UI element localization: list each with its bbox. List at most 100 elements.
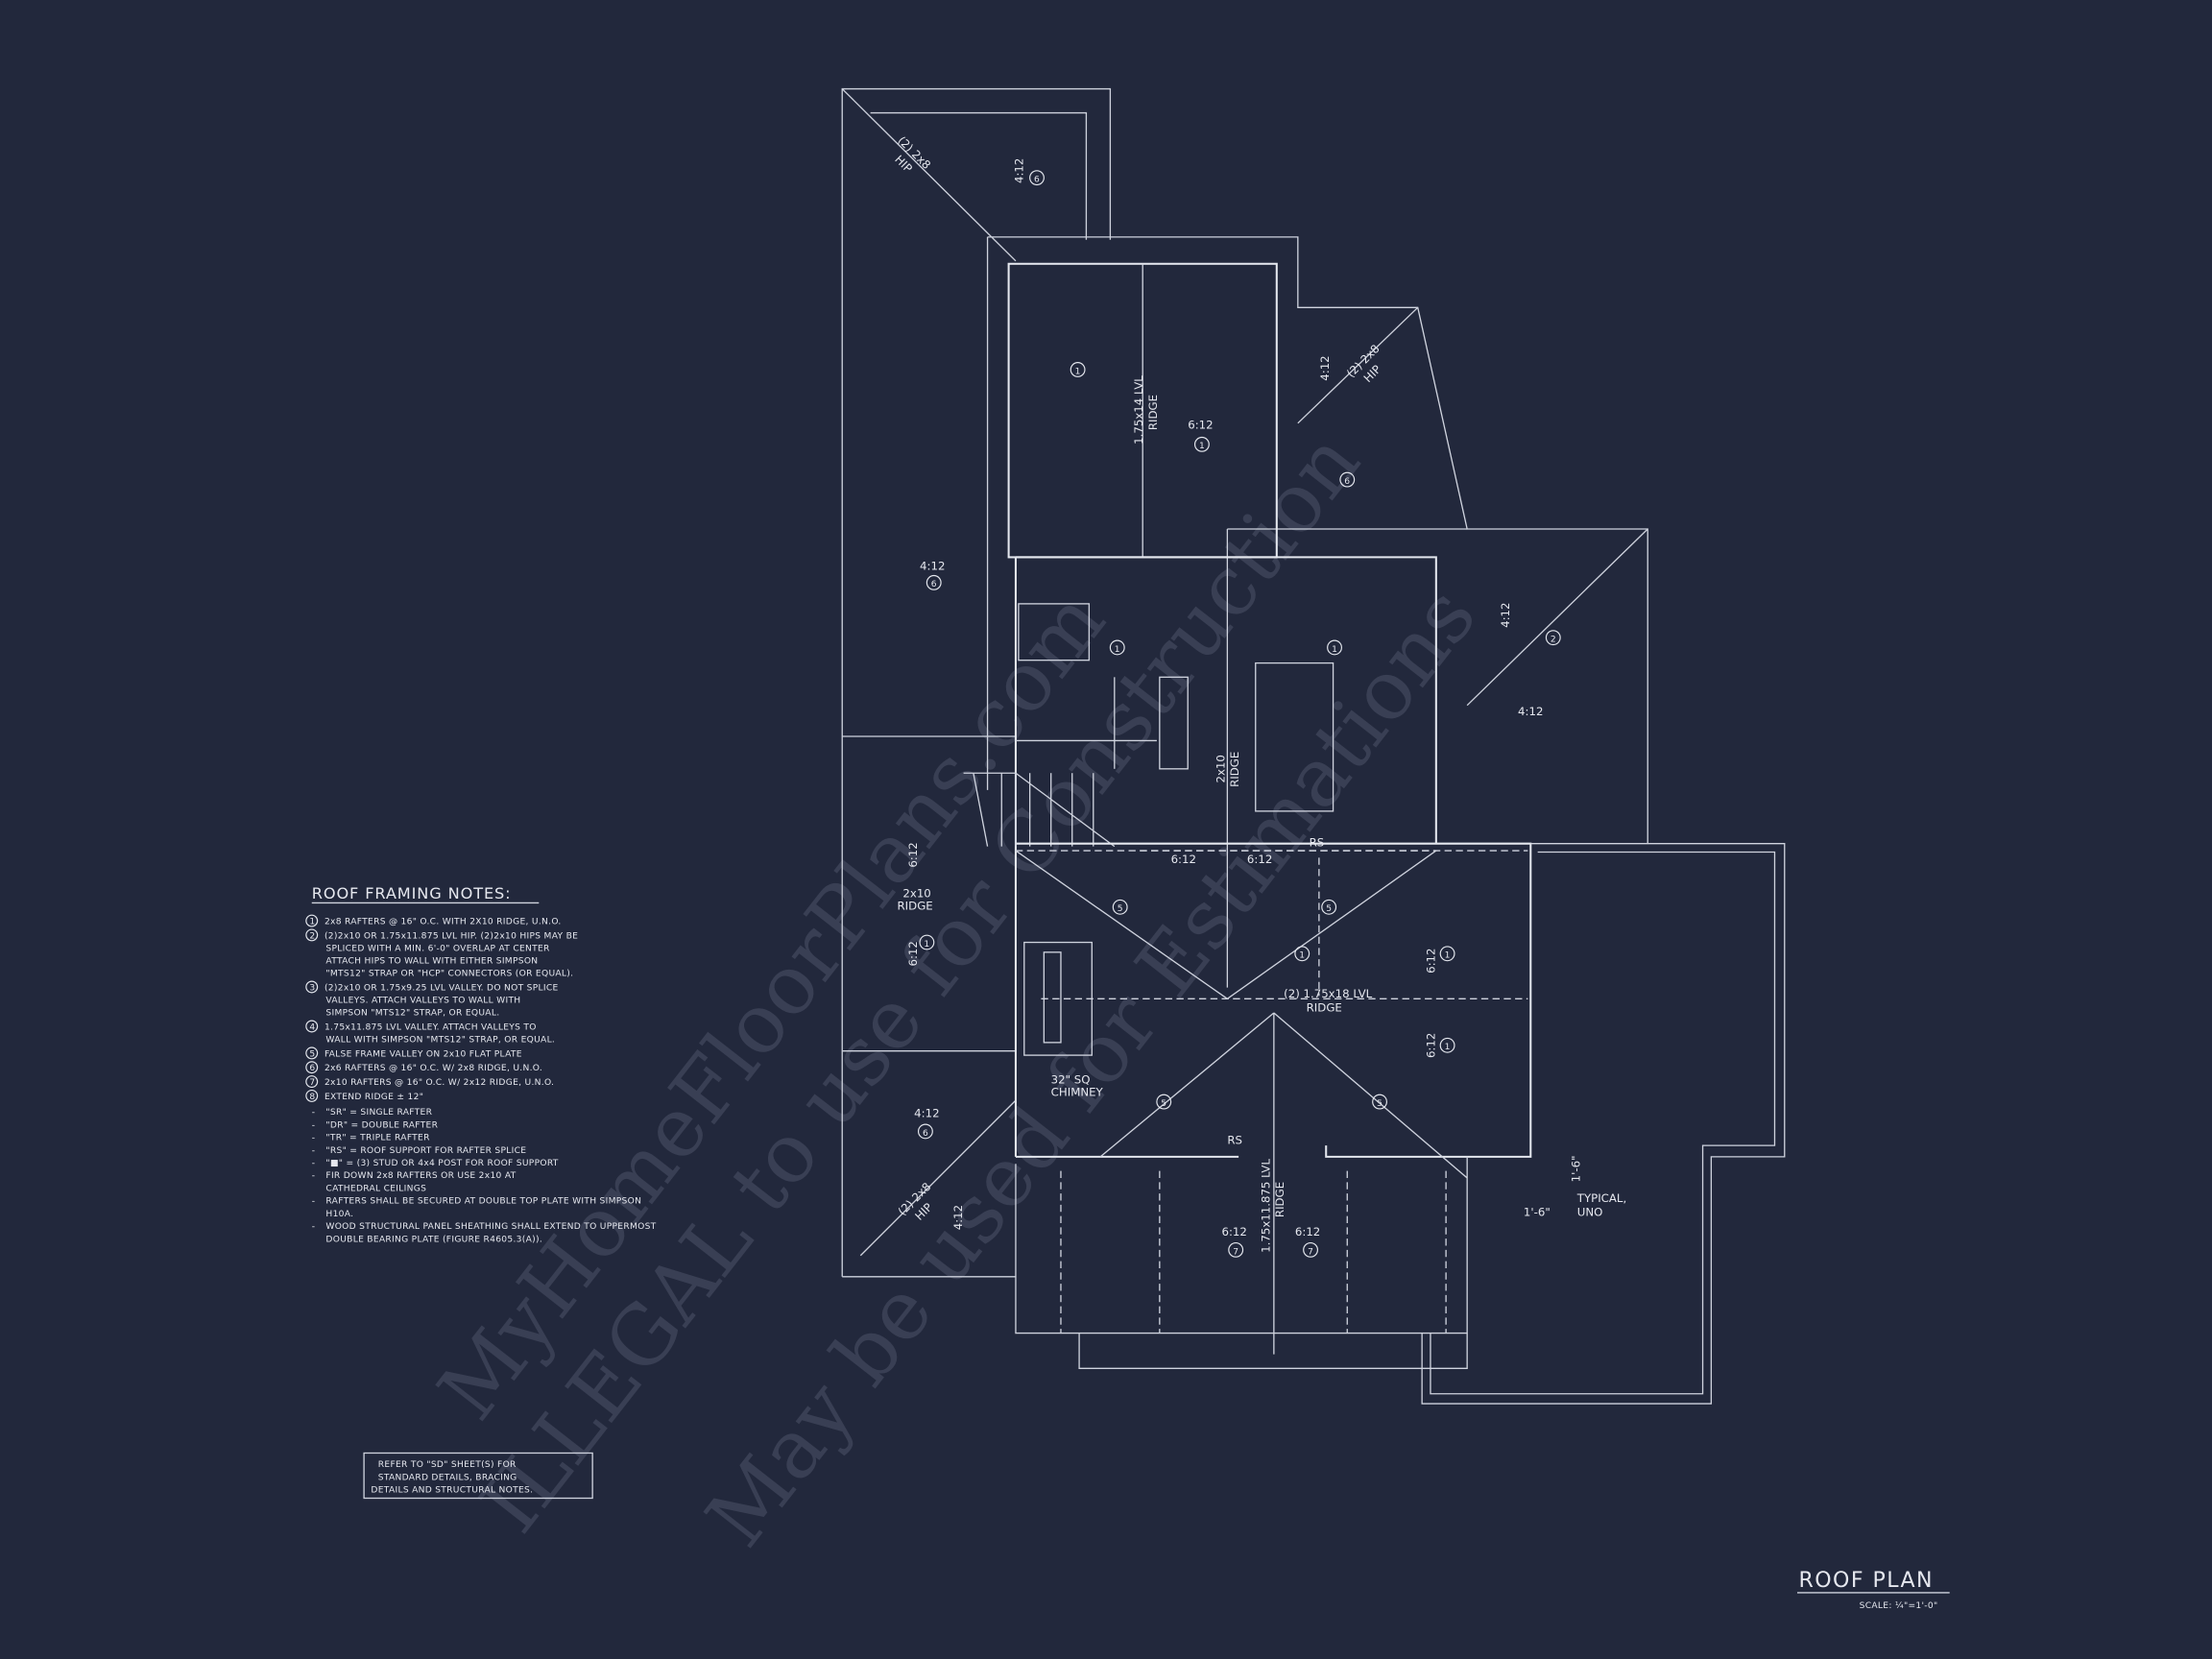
ridge-label: 2x10 xyxy=(902,887,930,901)
bullet-line: "DR" = DOUBLE RAFTER xyxy=(325,1120,438,1130)
pitch-label: 6:12 xyxy=(1171,853,1196,866)
sheet-scale: SCALE: ¼"=1'-0" xyxy=(1860,1601,1938,1611)
notes-heading: ROOF FRAMING NOTES: xyxy=(312,884,512,902)
pitch-label: 4:12 xyxy=(914,1107,939,1120)
bullet-line: "SR" = SINGLE RAFTER xyxy=(325,1108,432,1118)
bullet-line: DOUBLE BEARING PLATE (FIGURE R4605.3(A))… xyxy=(325,1235,542,1244)
note-line: (2)2x10 OR 1.75x11.875 LVL HIP. (2)2x10 … xyxy=(325,931,578,941)
note-line: FALSE FRAME VALLEY ON 2x10 FLAT PLATE xyxy=(325,1049,522,1059)
note-number: 1 xyxy=(309,917,315,926)
note-line: (2)2x10 OR 1.75x9.25 LVL VALLEY. DO NOT … xyxy=(325,983,559,993)
bullet-dash: - xyxy=(312,1171,316,1181)
svg-text:5: 5 xyxy=(1118,904,1123,914)
chimney-label: CHIMNEY xyxy=(1051,1086,1104,1099)
pitch-label: 6:12 xyxy=(1424,948,1437,973)
svg-text:5: 5 xyxy=(1326,904,1332,914)
svg-text:1: 1 xyxy=(924,940,929,950)
note-line: SIMPSON "MTS12" STRAP, OR EQUAL. xyxy=(325,1009,499,1019)
bullet-line: WOOD STRUCTURAL PANEL SHEATHING SHALL EX… xyxy=(325,1222,656,1232)
bullet-line: "■" = (3) STUD OR 4x4 POST FOR ROOF SUPP… xyxy=(325,1159,558,1168)
ridge-label: RIDGE xyxy=(1273,1182,1286,1217)
pitch-label: 4:12 xyxy=(951,1205,965,1230)
sheet-title: ROOF PLAN xyxy=(1798,1569,1934,1593)
note-number: 3 xyxy=(309,983,315,993)
ridge-label: 1.75x14 LVL xyxy=(1132,375,1145,445)
svg-text:1: 1 xyxy=(1075,367,1081,376)
refer-box: REFER TO "SD" SHEET(S) FOR STANDARD DETA… xyxy=(363,1452,593,1500)
svg-text:5: 5 xyxy=(1161,1099,1166,1109)
note-number: 6 xyxy=(309,1064,315,1073)
note-number-circle xyxy=(305,914,319,927)
bullet-line: FIR DOWN 2x8 RAFTERS OR USE 2x10 AT xyxy=(325,1171,516,1181)
pitch-label: 6:12 xyxy=(1247,853,1272,866)
svg-text:6: 6 xyxy=(931,580,937,589)
note-number-circle xyxy=(305,928,319,942)
bullet-line: "TR" = TRIPLE RAFTER xyxy=(325,1134,430,1143)
note-number: 8 xyxy=(309,1093,315,1102)
ridge-label: 2x10 xyxy=(1214,755,1227,782)
note-number-circle xyxy=(305,1061,319,1074)
dimension-label: 1'-6" xyxy=(1524,1206,1551,1219)
ridge-label: RIDGE xyxy=(1307,1001,1342,1015)
bullet-dash: - xyxy=(312,1108,316,1118)
note-line: EXTEND RIDGE ± 12" xyxy=(325,1093,423,1102)
bullet-dash: - xyxy=(312,1146,316,1156)
note-line: VALLEYS. ATTACH VALLEYS TO WALL WITH xyxy=(325,996,520,1005)
ridge-label: (2) 1.75x18 LVL xyxy=(1284,987,1372,1000)
pitch-label: 4:12 xyxy=(920,560,945,573)
bullet-line: H10A. xyxy=(325,1210,353,1219)
pitch-label: 6:12 xyxy=(906,941,920,966)
watermark-illegal: ILLEGAL to use for Construction xyxy=(463,416,1379,1551)
svg-text:6: 6 xyxy=(1034,176,1040,185)
pitch-label: 4:12 xyxy=(1499,602,1512,627)
note-number: 5 xyxy=(309,1049,315,1059)
ridge-label: 1.75x11.875 LVL xyxy=(1259,1159,1272,1253)
note-line: 1.75x11.875 LVL VALLEY. ATTACH VALLEYS T… xyxy=(325,1022,537,1032)
bullet-dash: - xyxy=(312,1222,316,1232)
plan-labels: 4:12 4:12 4:12 4:12 4:12 4:12 4:12 6:12 … xyxy=(892,133,1626,1258)
svg-text:1: 1 xyxy=(1199,442,1205,451)
pitch-label: 4:12 xyxy=(1518,705,1543,718)
note-number-circle xyxy=(305,1089,319,1102)
pitch-label: 6:12 xyxy=(1424,1033,1437,1058)
rs-label: RS xyxy=(1227,1134,1242,1147)
svg-text:6: 6 xyxy=(923,1129,928,1139)
note-callouts: 1 1 1 1 1 1 1 1 2 5 5 5 5 6 6 6 6 7 7 xyxy=(917,170,1561,1258)
svg-text:5: 5 xyxy=(1377,1099,1382,1109)
ridge-label: RIDGE xyxy=(1146,395,1160,430)
ridge-label: RIDGE xyxy=(898,900,933,913)
note-number-circle xyxy=(305,1046,319,1060)
ridge-label: RIDGE xyxy=(1228,752,1241,787)
typical-note: TYPICAL, xyxy=(1576,1191,1626,1205)
note-line: ATTACH HIPS TO WALL WITH EITHER SIMPSON xyxy=(325,956,538,966)
svg-text:1: 1 xyxy=(1115,645,1120,655)
bullet-dash: - xyxy=(312,1120,316,1130)
note-line: 2x10 RAFTERS @ 16" O.C. W/ 2x12 RIDGE, U… xyxy=(325,1078,554,1088)
pitch-label: 6:12 xyxy=(1221,1225,1246,1238)
note-line: 2x6 RAFTERS @ 16" O.C. W/ 2x8 RIDGE, U.N… xyxy=(325,1064,542,1073)
note-line: SPLICED WITH A MIN. 6'-0" OVERLAP AT CEN… xyxy=(325,944,550,953)
bullet-line: CATHEDRAL CEILINGS xyxy=(325,1184,426,1193)
note-number: 2 xyxy=(309,931,315,941)
typical-note: UNO xyxy=(1577,1206,1603,1219)
svg-text:7: 7 xyxy=(1233,1247,1238,1257)
chimney-label: 32" SQ xyxy=(1051,1072,1091,1086)
roof-outline xyxy=(841,87,1786,1405)
svg-text:1: 1 xyxy=(1445,1043,1451,1052)
note-number-circle xyxy=(305,1020,319,1033)
bullet-line: "RS" = ROOF SUPPORT FOR RAFTER SPLICE xyxy=(325,1146,526,1156)
note-number-circle xyxy=(305,1075,319,1089)
svg-text:2: 2 xyxy=(1551,636,1556,645)
bullet-line: RAFTERS SHALL BE SECURED AT DOUBLE TOP P… xyxy=(325,1197,641,1207)
svg-text:1: 1 xyxy=(1332,645,1337,655)
title-block: ROOF PLAN SCALE: ¼"=1'-0" xyxy=(1797,1569,1950,1611)
note-line: WALL WITH SIMPSON "MTS12" STRAP, OR EQUA… xyxy=(325,1035,555,1045)
svg-text:6: 6 xyxy=(1344,477,1350,487)
pitch-label: 4:12 xyxy=(1318,355,1332,380)
refer-line: STANDARD DETAILS, BRACING xyxy=(378,1473,517,1482)
note-number: 7 xyxy=(309,1078,315,1088)
pitch-label: 6:12 xyxy=(906,842,920,867)
pitch-label: 6:12 xyxy=(1188,419,1213,432)
